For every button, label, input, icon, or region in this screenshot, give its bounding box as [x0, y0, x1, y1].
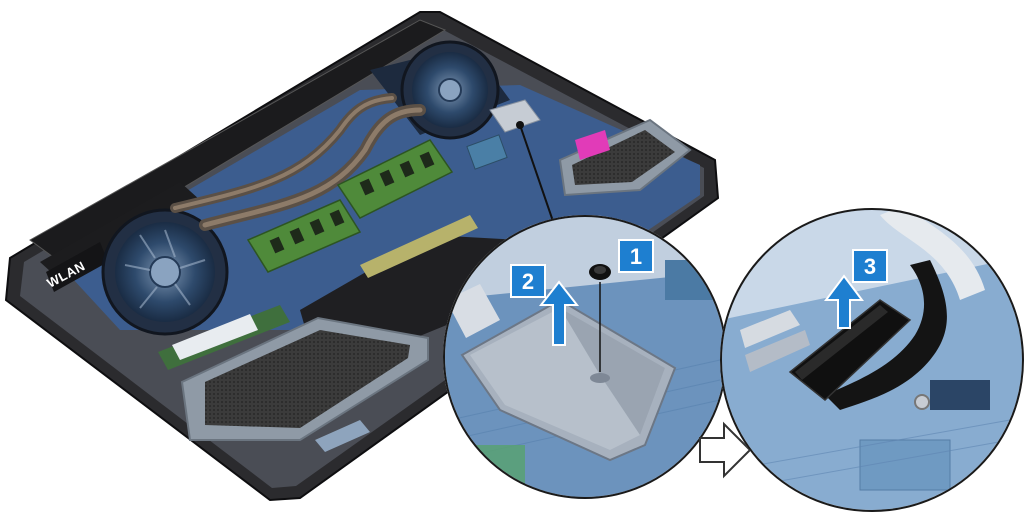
lift-arrow-step3-icon — [824, 274, 864, 329]
lift-arrow-icon — [538, 280, 580, 346]
speaker-grille-right — [558, 118, 692, 197]
ram-module-2 — [336, 139, 454, 219]
display-hinge — [29, 19, 447, 263]
ram-module-1 — [246, 199, 362, 273]
outline-right-arrow-icon — [699, 421, 752, 479]
pink-label — [575, 130, 610, 160]
wlan-bracket-overview — [489, 99, 541, 133]
black-cable — [825, 260, 947, 410]
heat-pipes — [170, 93, 426, 231]
step-badge-3: 3 — [852, 249, 888, 283]
step-badge-2-number: 2 — [522, 269, 534, 294]
screw — [589, 264, 611, 280]
zoom-view-step3: 3 — [720, 208, 1024, 512]
step-badge-1: 1 — [618, 239, 654, 273]
callout-anchor — [516, 121, 524, 129]
callout-leader-line — [519, 124, 557, 231]
laptop-base: WLAN — [4, 11, 720, 502]
zoom-view-step1-2: 1 2 — [443, 215, 727, 499]
step-badge-1-number: 1 — [630, 244, 642, 269]
step-badge-2: 2 — [510, 264, 546, 298]
chipset — [466, 134, 508, 170]
fan-left — [101, 208, 229, 336]
step-badge-3-number: 3 — [864, 254, 876, 279]
ssd-module — [158, 305, 290, 370]
battery-cable-strip — [360, 215, 478, 278]
speaker-grille-left — [180, 316, 429, 452]
